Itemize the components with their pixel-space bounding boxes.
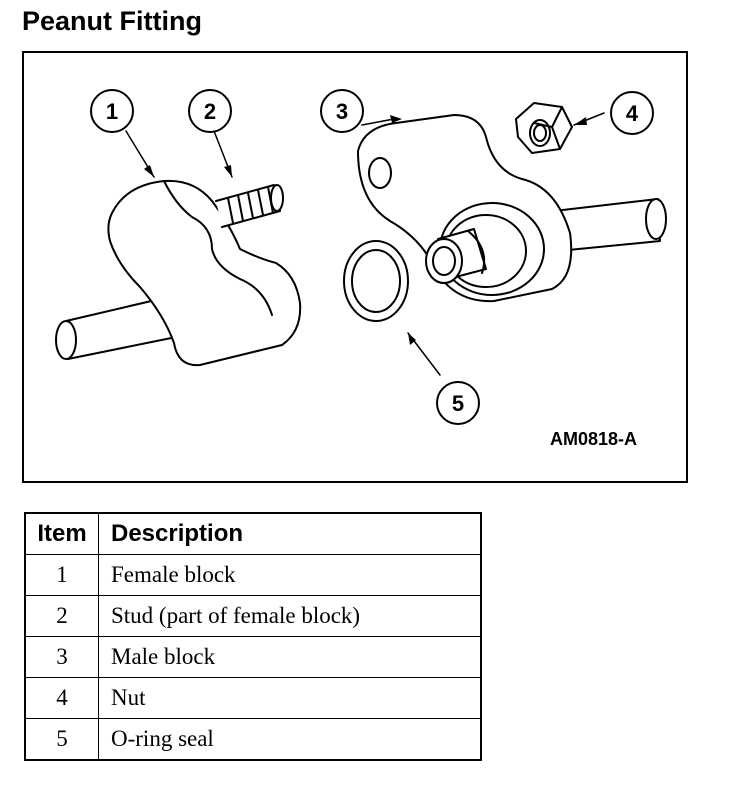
table-row: 5 O-ring seal	[24, 718, 482, 761]
item-description: Nut	[98, 677, 482, 719]
item-description: O-ring seal	[98, 718, 482, 761]
table-header-row: Item Description	[24, 512, 482, 555]
item-description: Male block	[98, 636, 482, 678]
callout-2: 2	[188, 89, 232, 133]
female-block-drawing	[55, 179, 302, 367]
svg-text:2: 2	[204, 99, 216, 124]
leader-arrowheads	[144, 115, 587, 345]
diagram-drawing: 1 2 3 4 5	[55, 89, 667, 425]
o-ring-drawing	[343, 240, 409, 322]
item-description: Female block	[98, 554, 482, 596]
callout-5: 5	[436, 381, 480, 425]
table-row: 3 Male block	[24, 636, 482, 678]
callout-1: 1	[90, 89, 134, 133]
table-row: 2 Stud (part of female block)	[24, 595, 482, 637]
item-number: 2	[24, 595, 99, 637]
figure-code: AM0818-A	[550, 429, 638, 449]
column-header-item: Item	[24, 512, 99, 555]
svg-text:1: 1	[106, 99, 118, 124]
svg-text:4: 4	[626, 101, 639, 126]
table-row: 1 Female block	[24, 554, 482, 596]
parts-table: Item Description 1 Female block 2 Stud (…	[24, 512, 482, 761]
column-header-description: Description	[98, 512, 482, 555]
svg-text:5: 5	[452, 391, 464, 416]
exploded-diagram: 1 2 3 4 5 AM0818-A	[22, 51, 688, 483]
page-title: Peanut Fitting	[22, 6, 202, 36]
svg-text:3: 3	[336, 99, 348, 124]
item-description: Stud (part of female block)	[98, 595, 482, 637]
callout-3: 3	[320, 89, 364, 133]
male-block-drawing	[357, 114, 667, 303]
item-number: 4	[24, 677, 99, 719]
item-number: 1	[24, 554, 99, 596]
table-row: 4 Nut	[24, 677, 482, 719]
item-number: 3	[24, 636, 99, 678]
item-number: 5	[24, 718, 99, 761]
nut-drawing	[515, 102, 573, 154]
callout-4: 4	[610, 91, 654, 135]
